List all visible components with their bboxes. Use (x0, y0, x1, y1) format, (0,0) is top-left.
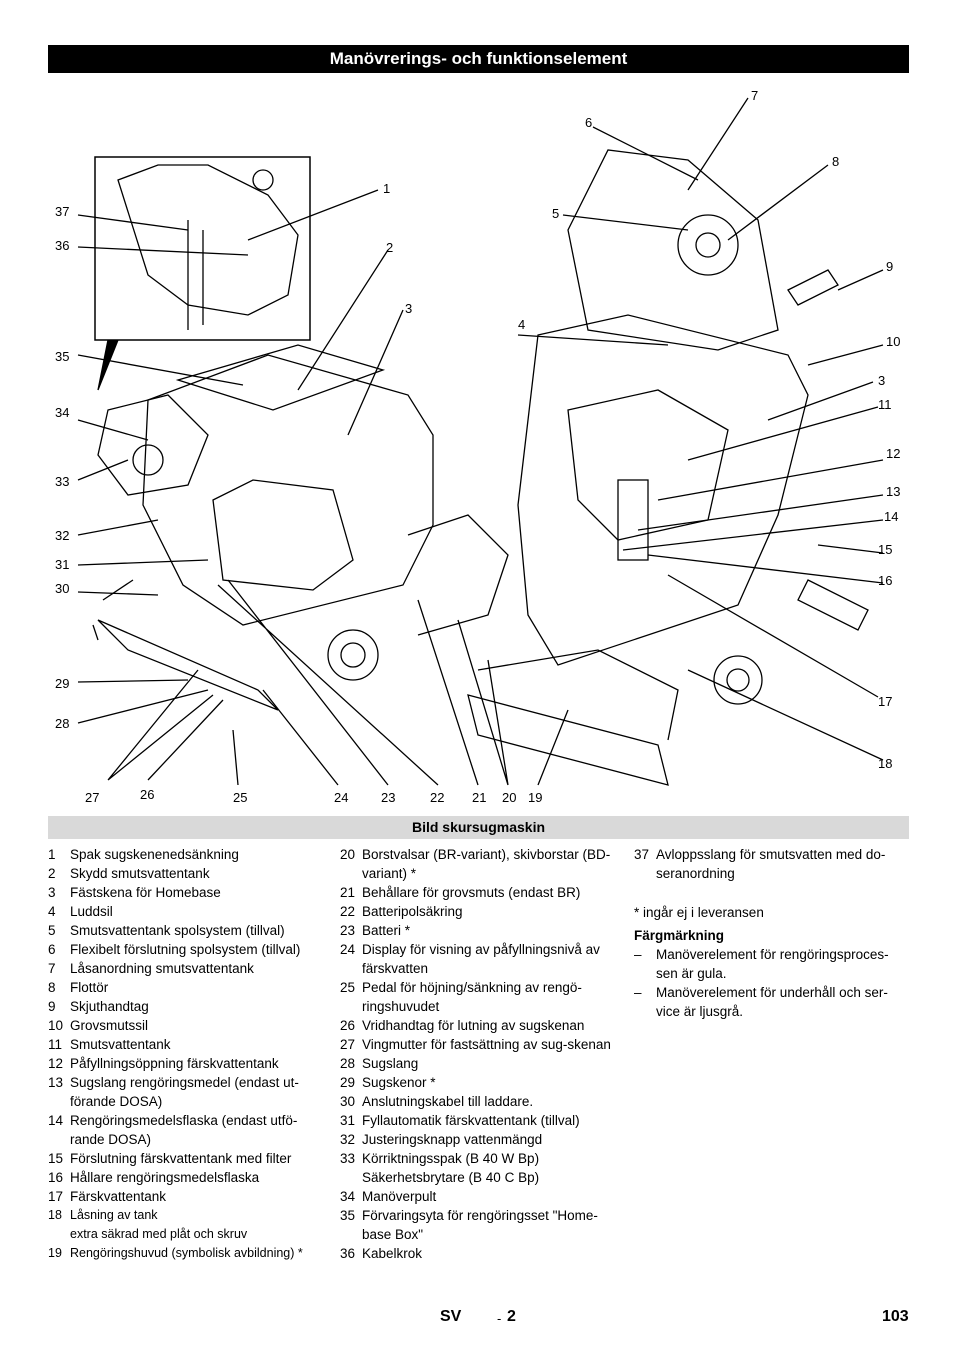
callout-25: 25 (233, 790, 248, 805)
callout-26: 26 (140, 787, 155, 802)
callout-8: 8 (832, 154, 840, 169)
callout-22: 22 (430, 790, 445, 805)
footer-local-page: 2 (507, 1308, 516, 1325)
machine-drawing (77, 97, 884, 786)
callout-36: 36 (55, 238, 70, 253)
callout-30: 30 (55, 581, 70, 596)
callout-1: 1 (383, 181, 391, 196)
color-item: –Manöverelement för rengöringsproces-sen… (634, 947, 889, 981)
callout-19: 19 (528, 790, 543, 805)
figure-caption: Bild skursugmaskin (48, 816, 909, 839)
callout-5: 5 (552, 206, 560, 221)
callout-12: 12 (886, 446, 901, 461)
callout-9: 9 (886, 259, 894, 274)
page-number: 103 (882, 1308, 909, 1325)
callout-24: 24 (334, 790, 349, 805)
callout-27: 27 (85, 790, 100, 805)
callout-2: 2 (386, 240, 394, 255)
callout-3b: 3 (878, 373, 886, 388)
callout-33: 33 (55, 474, 70, 489)
machine-illustration: 1 2 3 4 5 6 7 8 9 10 3 11 12 13 14 15 16… (48, 80, 909, 810)
callout-17: 17 (878, 694, 893, 709)
footer-dash: - (497, 1311, 502, 1326)
callout-11: 11 (878, 397, 892, 412)
callout-20: 20 (502, 790, 517, 805)
callout-31: 31 (55, 557, 70, 572)
callout-14: 14 (884, 509, 899, 524)
color-marking-heading: Färgmärkning (634, 928, 725, 943)
callout-28: 28 (55, 716, 70, 731)
callout-16: 16 (878, 573, 893, 588)
callout-3: 3 (405, 301, 413, 316)
callout-13: 13 (886, 484, 901, 499)
callout-6: 6 (585, 115, 593, 130)
callout-15: 15 (878, 542, 893, 557)
page-title: Manövrerings- och funktionselement (48, 45, 909, 73)
callout-4: 4 (518, 317, 526, 332)
callout-18: 18 (878, 756, 893, 771)
callout-35: 35 (55, 349, 70, 364)
callout-32: 32 (55, 528, 70, 543)
callout-29: 29 (55, 676, 70, 691)
callout-7: 7 (751, 88, 759, 103)
callout-21: 21 (472, 790, 487, 805)
callout-37: 37 (55, 204, 70, 219)
callout-10: 10 (886, 334, 901, 349)
callout-34: 34 (55, 405, 70, 420)
callout-23: 23 (381, 790, 396, 805)
footer-language: SV (440, 1308, 462, 1325)
footnote: * ingår ej i leveransen (634, 905, 764, 920)
color-item: –Manöverelement för underhåll och ser-vi… (634, 985, 888, 1019)
